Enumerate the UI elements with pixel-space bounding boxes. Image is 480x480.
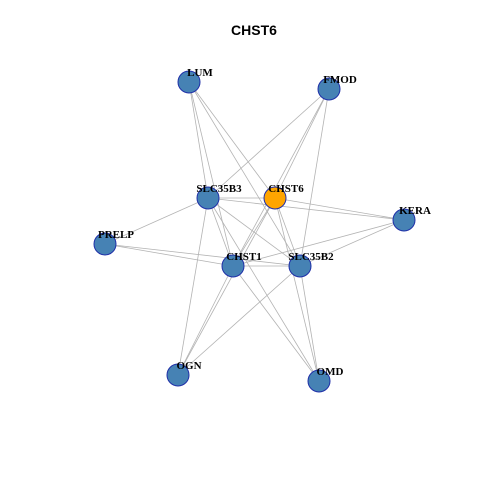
edge-slc35b3-omd [207, 197, 320, 382]
edge-fmod-slc35b3 [207, 88, 330, 199]
node-label-lum: LUM [187, 67, 213, 79]
edge-chst6-chst1 [232, 197, 276, 267]
edge-lum-slc35b2 [188, 81, 301, 267]
edge-prelp-chst1 [104, 243, 234, 267]
node-label-ogn: OGN [176, 360, 201, 372]
node-kera [392, 208, 416, 232]
edge-slc35b3-chst1 [207, 197, 234, 267]
node-prelp [93, 232, 117, 256]
edge-kera-chst1 [232, 219, 405, 267]
node-fmod [317, 77, 341, 101]
node-layer [93, 70, 416, 393]
node-label-chst1: CHST1 [226, 251, 261, 263]
node-label-chst6: CHST6 [268, 183, 304, 195]
node-omd [307, 369, 331, 393]
diagram-title: CHST6 [231, 22, 277, 38]
edge-chst1-ogn [177, 265, 234, 376]
edge-slc35b3-prelp [104, 197, 209, 245]
node-label-slc35b2: SLC35B2 [288, 251, 334, 263]
node-slc35b2 [288, 254, 312, 278]
node-ogn [166, 363, 190, 387]
node-chst6 [263, 186, 287, 210]
edge-kera-slc35b2 [299, 219, 405, 267]
node-label-fmod: FMOD [323, 74, 357, 86]
node-label-prelp: PRELP [98, 229, 134, 241]
edge-chst6-omd [274, 197, 320, 382]
edge-fmod-chst6 [274, 88, 330, 199]
edge-fmod-chst1 [232, 88, 330, 267]
edge-chst6-kera [274, 197, 405, 221]
node-label-slc35b3: SLC35B3 [196, 183, 242, 195]
node-slc35b3 [196, 186, 220, 210]
edge-lum-chst1 [188, 81, 234, 267]
edge-slc35b2-ogn [177, 265, 301, 376]
edge-lum-chst6 [188, 81, 276, 199]
node-lum [177, 70, 201, 94]
edge-slc35b3-ogn [177, 197, 209, 376]
edge-chst6-ogn [177, 197, 276, 376]
edge-fmod-slc35b2 [299, 88, 330, 267]
node-label-kera: KERA [399, 205, 431, 217]
edge-chst1-omd [232, 265, 320, 382]
node-label-omd: OMD [317, 366, 344, 378]
edge-slc35b3-kera [207, 197, 405, 221]
edge-chst6-slc35b2 [274, 197, 301, 267]
edge-layer [104, 81, 405, 382]
node-chst1 [221, 254, 245, 278]
edge-lum-slc35b3 [188, 81, 209, 199]
edge-slc35b2-omd [299, 265, 320, 382]
edge-prelp-slc35b2 [104, 243, 301, 267]
